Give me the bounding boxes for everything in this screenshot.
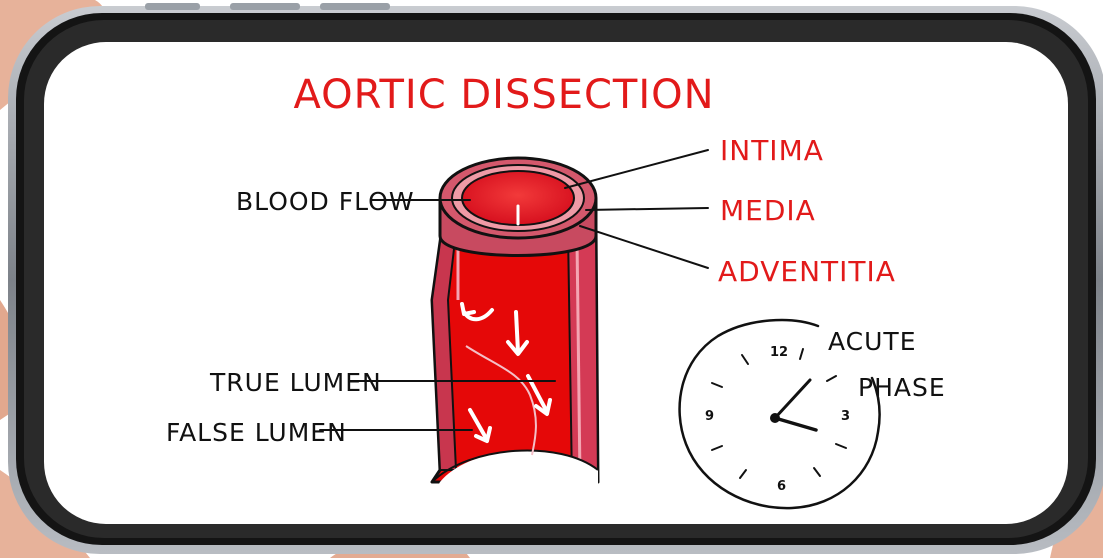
label-acute: ACUTE — [828, 327, 916, 356]
label-blood-flow: BLOOD FLOW — [236, 187, 415, 216]
clock-numeral-9: 9 — [705, 409, 714, 424]
label-media: MEDIA — [720, 194, 816, 227]
label-false-lumen: FALSE LUMEN — [166, 418, 347, 447]
label-intima: INTIMA — [720, 134, 824, 167]
artery-vessel — [430, 228, 598, 500]
label-phase: PHASE — [858, 373, 946, 402]
label-true-lumen: TRUE LUMEN — [209, 368, 382, 397]
artery-cap — [440, 158, 596, 256]
label-adventitia: ADVENTITIA — [718, 255, 896, 288]
clock-numeral-6: 6 — [777, 479, 786, 494]
diagram-title: AORTIC DISSECTION — [293, 72, 714, 118]
clock-numeral-12: 12 — [770, 345, 788, 360]
clock-center — [770, 413, 780, 423]
clock-numeral-3: 3 — [841, 409, 850, 424]
